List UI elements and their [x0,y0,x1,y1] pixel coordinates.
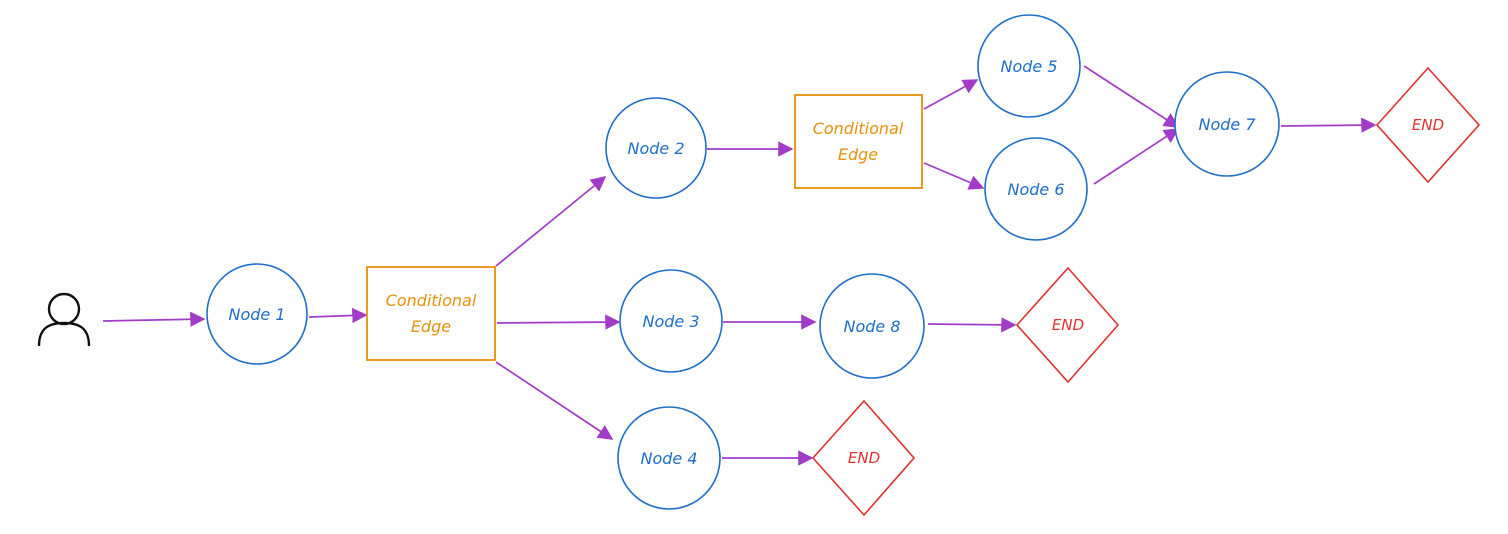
node-1[interactable]: Node 1 [206,263,308,365]
user-icon [37,292,91,347]
node-6[interactable]: Node 6 [984,137,1088,241]
edge-node-8-end-2 [927,317,1017,333]
edge-conditional-1-node-4 [495,361,614,440]
node-1-label: Node 1 [228,305,285,324]
end-1-label: END [1412,116,1444,134]
node-5-label: Node 5 [1000,57,1057,76]
end-2[interactable]: END [1015,266,1120,384]
edge-conditional-1-node-3 [496,314,621,330]
edge-conditional-2-node-5 [923,79,979,110]
node-4[interactable]: Node 4 [617,406,721,510]
node-2-label: Node 2 [627,139,684,158]
node-5[interactable]: Node 5 [977,14,1081,118]
conditional-edge-2-line-2: Edge [838,145,878,164]
end-3-label: END [848,449,880,467]
edges-layer [102,65,1377,466]
end-3[interactable]: END [811,399,916,517]
conditional-edge-1-line-1: Conditional [386,291,477,310]
node-6-label: Node 6 [1007,180,1064,199]
node-3[interactable]: Node 3 [619,269,723,373]
end-1[interactable]: END [1375,66,1481,184]
edge-node-5-node-7 [1083,65,1180,128]
node-8-label: Node 8 [843,317,900,336]
end-2-label: END [1052,316,1084,334]
conditional-edge-2-line-1: Conditional [813,119,904,138]
conditional-edge-1-line-2: Edge [411,317,451,336]
node-8[interactable]: Node 8 [819,273,925,379]
edge-node-7-end-1 [1280,117,1377,133]
edge-conditional-1-node-2 [495,176,607,267]
node-4-label: Node 4 [640,449,697,468]
edge-user-node-1 [102,311,206,327]
conditional-edge-2[interactable]: Conditional Edge [794,94,923,189]
node-2[interactable]: Node 2 [605,97,707,199]
edge-node-6-node-7 [1093,128,1180,185]
node-7-label: Node 7 [1198,115,1256,134]
node-7[interactable]: Node 7 [1174,71,1280,177]
edge-node-1-conditional-1 [308,307,368,324]
node-3-label: Node 3 [642,312,699,331]
edge-conditional-2-node-6 [923,162,985,190]
conditional-edge-1[interactable]: Conditional Edge [366,266,496,361]
